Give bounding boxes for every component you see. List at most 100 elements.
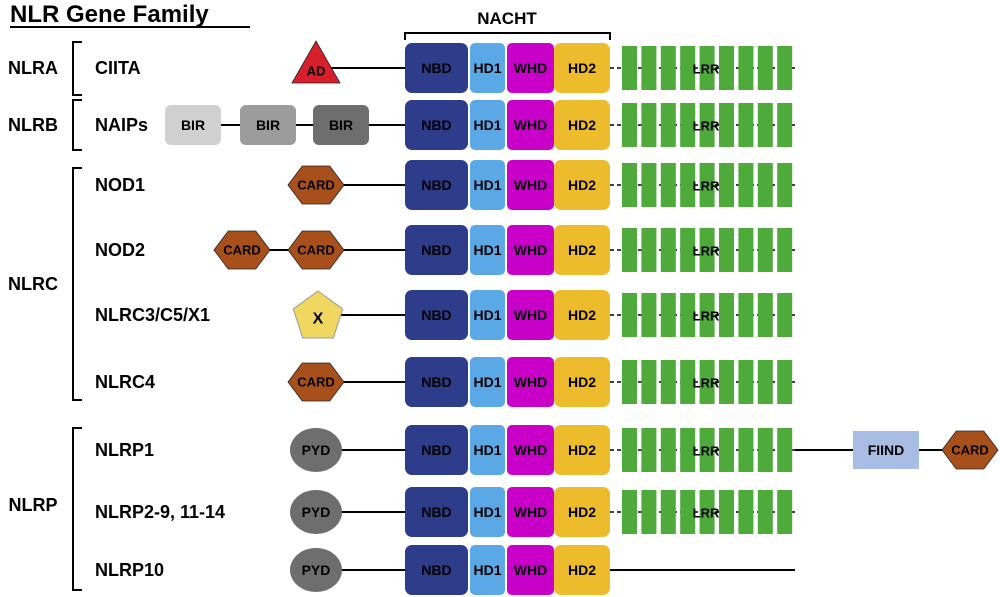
fiind-domain-label: FIIND <box>868 442 905 458</box>
hd1-domain-label: HD1 <box>473 307 501 323</box>
lrr-domain: LRR <box>610 46 795 90</box>
lrr-repeat <box>660 103 676 147</box>
protein-name: NLRP2-9, 11-14 <box>95 502 225 522</box>
card-domain <box>287 165 345 205</box>
lrr-repeat <box>680 490 696 534</box>
hd2-domain-label: HD2 <box>568 242 596 258</box>
whd-domain-label: WHD <box>514 374 547 390</box>
hd2-domain-label: HD2 <box>568 307 596 323</box>
family-label: NLRC <box>8 274 58 294</box>
nbd-domain-label: NBD <box>421 242 451 258</box>
hd1-domain-label: HD1 <box>473 442 501 458</box>
lrr-repeat <box>777 46 793 90</box>
lrr-label: LRR <box>693 119 720 134</box>
hd1-domain <box>470 290 505 340</box>
lrr-repeat <box>719 360 734 404</box>
lrr-domain: LRR <box>610 293 795 337</box>
lrr-repeat <box>757 490 773 534</box>
hd1-domain-label: HD1 <box>473 117 501 133</box>
lrr-repeat <box>777 490 793 534</box>
lrr-repeat <box>660 490 676 534</box>
family-bracket <box>72 41 82 96</box>
hd1-domain <box>470 425 505 475</box>
hd1-domain-label: HD1 <box>473 562 501 578</box>
lrr-repeat <box>738 360 754 404</box>
protein-name: CIITA <box>95 58 141 78</box>
pyd-domain <box>290 548 342 592</box>
family-bracket <box>72 99 82 151</box>
lrr-repeat <box>738 490 754 534</box>
nacht-label: NACHT <box>477 9 537 28</box>
lrr-repeat <box>757 428 773 472</box>
hd2-domain-label: HD2 <box>568 442 596 458</box>
nbd-domain-label: NBD <box>421 374 451 390</box>
family-label: NLRA <box>8 58 58 78</box>
lrr-repeat <box>699 293 715 337</box>
bir-domain-label: BIR <box>256 117 280 133</box>
nbd-domain-label: NBD <box>421 177 451 193</box>
whd-domain <box>507 43 554 93</box>
lrr-repeat <box>738 428 754 472</box>
lrr-repeat <box>738 228 754 272</box>
lrr-repeat <box>757 293 773 337</box>
lrr-repeat <box>641 360 657 404</box>
lrr-repeat <box>777 163 793 207</box>
whd-domain <box>507 425 554 475</box>
fiind-domain <box>853 431 919 469</box>
lrr-repeat <box>680 163 696 207</box>
x-domain <box>292 290 344 339</box>
bir-domain-label: BIR <box>181 117 205 133</box>
lrr-label: LRR <box>693 376 720 391</box>
lrr-repeat <box>660 293 676 337</box>
hd2-domain <box>554 225 610 275</box>
nbd-domain <box>405 425 468 475</box>
hd1-domain-label: HD1 <box>473 504 501 520</box>
pyd-domain-label: PYD <box>302 442 331 458</box>
nbd-domain <box>405 43 468 93</box>
lrr-label: LRR <box>693 309 720 324</box>
lrr-domain: LRR <box>610 360 795 404</box>
lrr-repeat <box>622 360 637 404</box>
lrr-repeat <box>641 490 657 534</box>
pyd-domain <box>290 428 342 472</box>
card-domain-label: CARD <box>297 375 335 390</box>
card-domain <box>287 362 345 402</box>
hd2-domain-label: HD2 <box>568 117 596 133</box>
nbd-domain <box>405 225 468 275</box>
lrr-repeat <box>680 46 696 90</box>
lrr-label: LRR <box>693 62 720 77</box>
lrr-repeat <box>699 360 715 404</box>
lrr-repeat <box>680 428 696 472</box>
lrr-repeat <box>660 428 676 472</box>
lrr-domain: LRR <box>610 163 795 207</box>
pyd-domain-label: PYD <box>302 562 331 578</box>
hd2-domain <box>554 100 610 150</box>
lrr-repeat <box>757 103 773 147</box>
protein-name: NLRC3/C5/X1 <box>95 305 210 325</box>
protein-name: NOD1 <box>95 175 145 195</box>
lrr-repeat <box>719 163 734 207</box>
lrr-repeat <box>660 228 676 272</box>
card-domain-label: CARD <box>223 243 261 258</box>
whd-domain-label: WHD <box>514 242 547 258</box>
card-domain <box>941 430 999 470</box>
lrr-repeat <box>622 163 637 207</box>
whd-domain-label: WHD <box>514 177 547 193</box>
family-label: NLRB <box>8 115 58 135</box>
hd2-domain-label: HD2 <box>568 504 596 520</box>
lrr-repeat <box>719 490 734 534</box>
bir-domain <box>165 105 221 145</box>
hd1-domain <box>470 160 505 210</box>
family-label: NLRP <box>9 495 58 515</box>
pyd-domain-label: PYD <box>302 504 331 520</box>
whd-domain-label: WHD <box>514 562 547 578</box>
lrr-repeat <box>757 360 773 404</box>
pyd-domain <box>290 490 342 534</box>
card-domain <box>213 230 271 270</box>
lrr-label: LRR <box>693 506 720 521</box>
lrr-repeat <box>680 360 696 404</box>
nbd-domain-label: NBD <box>421 60 451 76</box>
